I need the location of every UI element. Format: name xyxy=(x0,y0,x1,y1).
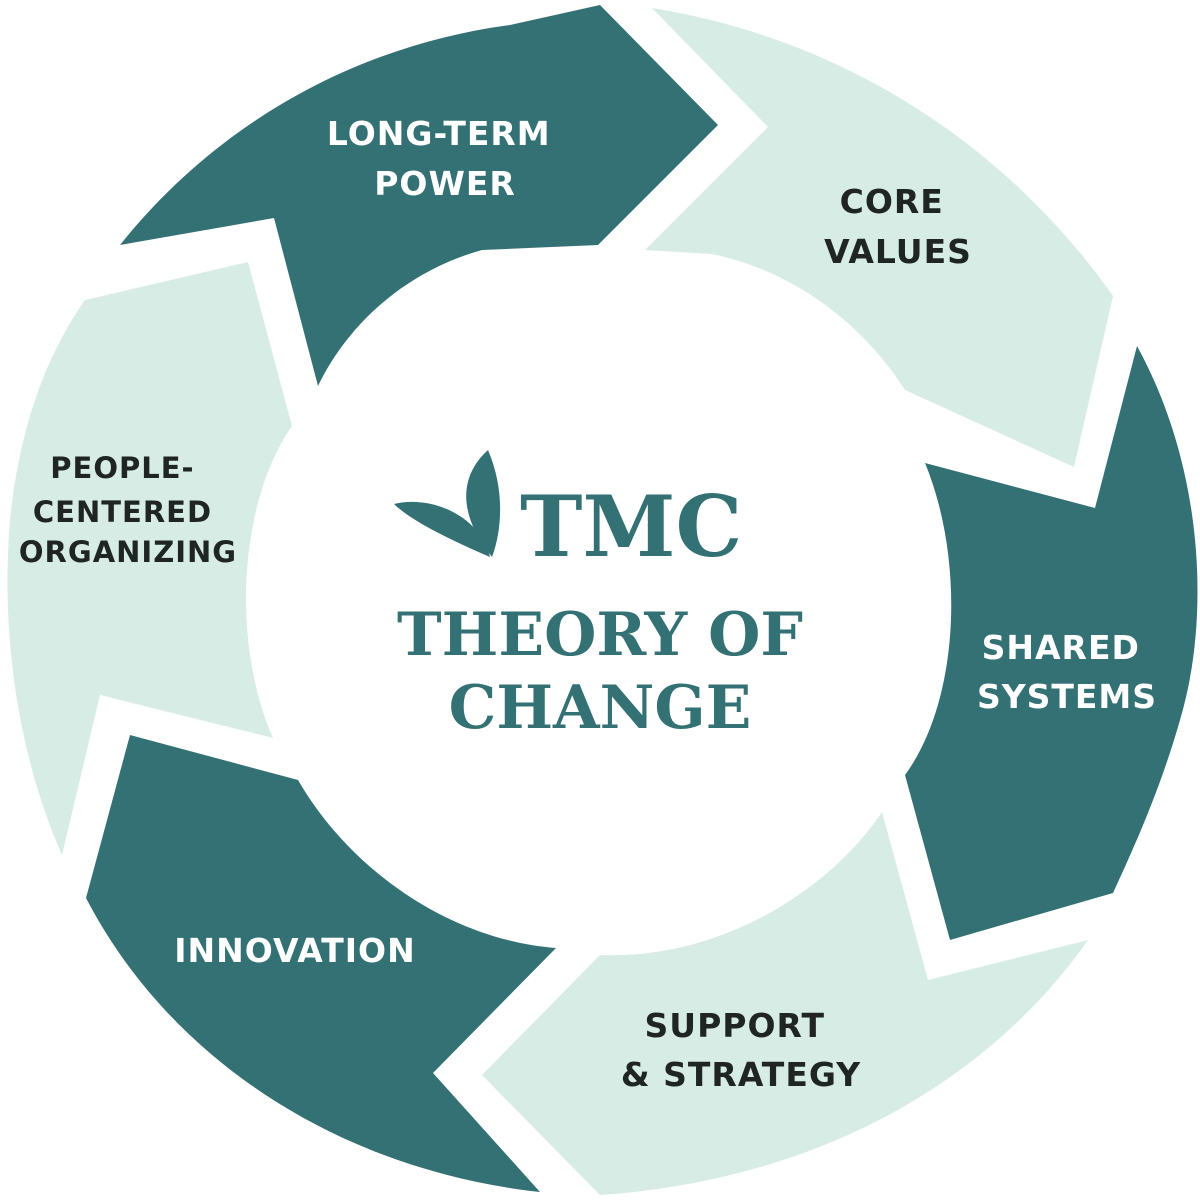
segment-label-long-term-power: LONG-TERM POWER xyxy=(327,114,563,203)
segment-people-centered-organizing-arrow xyxy=(7,262,292,855)
segment-label-shared-systems: SHARED SYSTEMS xyxy=(977,628,1157,716)
segment-long-term-power-arrow xyxy=(120,5,718,386)
cycle-segments xyxy=(7,5,1198,1195)
logo-wordmark: TMC xyxy=(520,477,742,576)
diagram-title-line-2: CHANGE xyxy=(449,673,752,743)
center-logo: TMC THEORY OF CHANGE xyxy=(394,450,803,743)
segment-support-strategy-arrow xyxy=(482,812,1088,1195)
leaf-icon xyxy=(394,450,501,557)
segment-label-people-centered-organizing: PEOPLE- CENTERED ORGANIZING xyxy=(19,451,237,569)
segment-labels: LONG-TERM POWER CORE VALUES SHARED SYSTE… xyxy=(19,114,1157,1094)
segment-core-values-arrow xyxy=(645,8,1113,467)
segment-shared-systems-arrow xyxy=(905,346,1198,940)
segment-label-support-strategy: SUPPORT & STRATEGY xyxy=(621,1006,861,1094)
segment-label-innovation: INNOVATION xyxy=(174,931,415,970)
segment-label-core-values: CORE VALUES xyxy=(824,182,972,271)
segment-innovation-arrow xyxy=(86,735,556,1192)
diagram-title-line-1: THEORY OF xyxy=(397,600,803,670)
